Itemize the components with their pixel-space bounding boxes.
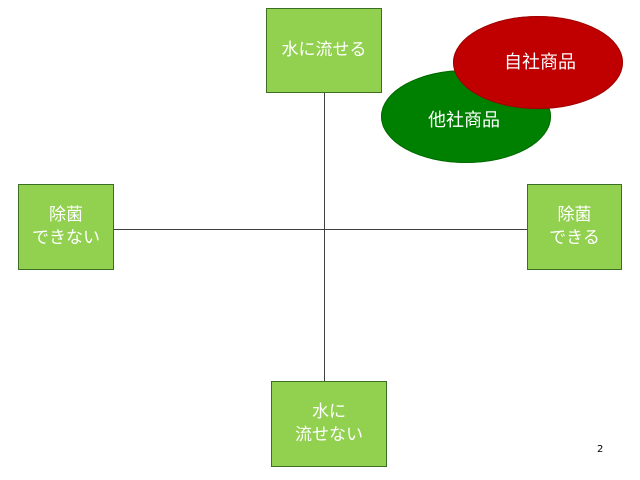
label-box-bottom: 水に 流せない <box>271 381 387 467</box>
own-product-label: 自社商品 <box>504 51 576 73</box>
vertical-axis-line <box>324 92 325 382</box>
horizontal-axis-line <box>113 229 528 230</box>
label-box-top: 水に流せる <box>266 8 382 93</box>
competitor-product-label: 他社商品 <box>428 109 500 131</box>
label-right-line1: 除菌 <box>557 205 592 225</box>
label-box-right: 除菌 できる <box>527 184 622 270</box>
own-product-ellipse: 自社商品 <box>453 16 623 109</box>
page-number: 2 <box>597 444 604 455</box>
label-bottom-line1: 水に <box>312 402 346 422</box>
label-left-line1: 除菌 <box>49 205 83 225</box>
label-box-left: 除菌 できない <box>18 184 114 270</box>
label-top-text: 水に流せる <box>281 40 367 60</box>
label-bottom-line2: 流せない <box>295 425 363 445</box>
label-right-line2: できる <box>549 228 600 248</box>
label-left-line2: できない <box>32 228 100 248</box>
